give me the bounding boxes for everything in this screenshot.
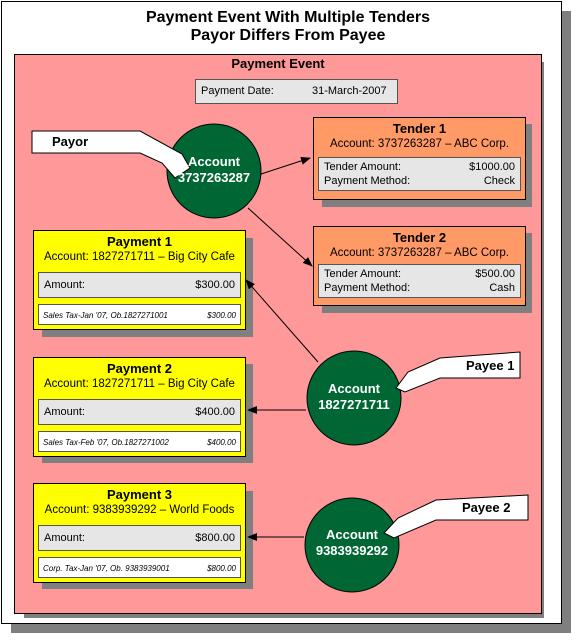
- payee-1-account-number: 1827271711: [318, 397, 390, 412]
- payment-1-title: Payment 1: [106, 234, 173, 249]
- tender-2-method-label: Payment Method:: [324, 282, 411, 294]
- tender-2-card: Tender 2 Account: 3737263287 – ABC Corp.…: [313, 226, 526, 306]
- payee-2-account-number: 9383939292: [315, 543, 389, 558]
- payee-2-account-circle: [304, 497, 400, 593]
- payee-2-label: Payee 2: [462, 500, 511, 515]
- tender-2-method: Cash: [489, 282, 515, 294]
- tender-1-account: Account: 3737263287 – ABC Corp.: [329, 138, 509, 150]
- payment-1-description: Sales Tax-Jan '07, Ob.1827271001: [43, 311, 168, 320]
- payment-2-description: Sales Tax-Feb '07, Ob.1827271002: [43, 438, 169, 447]
- tender-2-amount-label: Tender Amount:: [324, 268, 402, 280]
- payor-callout-shape: [31, 130, 191, 179]
- payment-date-box: Payment Date: 31-March-2007: [195, 79, 398, 104]
- tender-1-method: Check: [483, 175, 515, 187]
- payee-1-account-label: Account: [328, 381, 380, 396]
- payee-2-callout-shape: [383, 494, 529, 539]
- payee-1-callout-shape: [395, 351, 521, 393]
- payment-2-title: Payment 2: [106, 361, 173, 376]
- payment-3-detail-box: Corp. Tax-Jan '07, Ob. 9383939001 $800.0…: [38, 557, 241, 578]
- tender-1-title: Tender 1: [392, 121, 447, 136]
- payment-3-title: Payment 3: [106, 487, 173, 502]
- arrow-payee-1-to-payment-1: [245, 279, 319, 363]
- payment-3-card: Payment 3 Account: 9383939292 – World Fo…: [33, 483, 246, 583]
- payor-label: Payor: [52, 134, 89, 149]
- payment-event-label: Payment Event: [231, 56, 325, 71]
- payment-1-detail-amount: $300.00: [207, 311, 236, 320]
- tender-1-amount-label: Tender Amount:: [324, 161, 402, 173]
- payor-account-number: 3737263287: [177, 170, 251, 185]
- payment-1-card: Payment 1 Account: 1827271711 – Big City…: [33, 230, 246, 330]
- tender-2-amount: $500.00: [475, 268, 515, 280]
- arrow-payor-to-tender-1: [257, 156, 311, 176]
- payment-2-card: Payment 2 Account: 1827271711 – Big City…: [33, 357, 246, 457]
- tender-1-amount: $1000.00: [469, 161, 515, 173]
- payment-3-detail-amount: $800.00: [207, 564, 236, 573]
- payment-3-amount-label: Amount:: [44, 532, 85, 544]
- payment-1-account: Account: 1827271711 – Big City Cafe: [44, 251, 235, 263]
- tender-2-title: Tender 2: [392, 230, 447, 245]
- tender-2-detail-box: Tender Amount: $500.00 Payment Method: C…: [318, 264, 521, 298]
- payment-date-label: Payment Date:: [201, 85, 274, 97]
- tender-1-method-label: Payment Method:: [324, 175, 411, 187]
- payee-1-account-text: Account 1827271711: [304, 381, 404, 413]
- payment-date-value: 31-March-2007: [312, 85, 387, 97]
- payment-3-account: Account: 9383939292 – World Foods: [44, 504, 235, 516]
- payee-2-account-label: Account: [326, 527, 378, 542]
- payment-3-description: Corp. Tax-Jan '07, Ob. 9383939001: [43, 564, 170, 573]
- tender-1-card: Tender 1 Account: 3737263287 – ABC Corp.…: [313, 117, 526, 200]
- payment-2-amount-box: Amount: $400.00: [38, 399, 241, 425]
- payor-account-circle: [166, 123, 262, 219]
- payee-1-label: Payee 1: [466, 358, 515, 373]
- tender-2-account: Account: 3737263287 – ABC Corp.: [329, 247, 509, 259]
- payor-account-text: Account 3737263287: [164, 154, 264, 186]
- payment-1-amount: $300.00: [195, 279, 235, 291]
- payment-2-account: Account: 1827271711 – Big City Cafe: [44, 378, 235, 390]
- payor-account-label: Account: [188, 154, 240, 169]
- payee-2-account-text: Account 9383939292: [302, 527, 402, 559]
- payment-2-detail-amount: $400.00: [207, 438, 236, 447]
- payment-1-amount-label: Amount:: [44, 279, 85, 291]
- payment-2-detail-box: Sales Tax-Feb '07, Ob.1827271002 $400.00: [38, 431, 241, 452]
- payee-1-account-circle: [306, 350, 402, 446]
- payment-2-amount: $400.00: [195, 406, 235, 418]
- payment-1-amount-box: Amount: $300.00: [38, 272, 241, 298]
- payment-3-amount: $800.00: [195, 532, 235, 544]
- tender-1-detail-box: Tender Amount: $1000.00 Payment Method: …: [318, 157, 521, 191]
- payment-2-amount-label: Amount:: [44, 406, 85, 418]
- diagram-title-line1: Payment Event With Multiple Tenders: [145, 9, 431, 26]
- arrow-payor-to-tender-2: [247, 207, 313, 267]
- payment-1-detail-box: Sales Tax-Jan '07, Ob.1827271001 $300.00: [38, 304, 241, 325]
- diagram-title-line2: Payor Differs From Payee: [190, 27, 386, 44]
- payment-3-amount-box: Amount: $800.00: [38, 525, 241, 551]
